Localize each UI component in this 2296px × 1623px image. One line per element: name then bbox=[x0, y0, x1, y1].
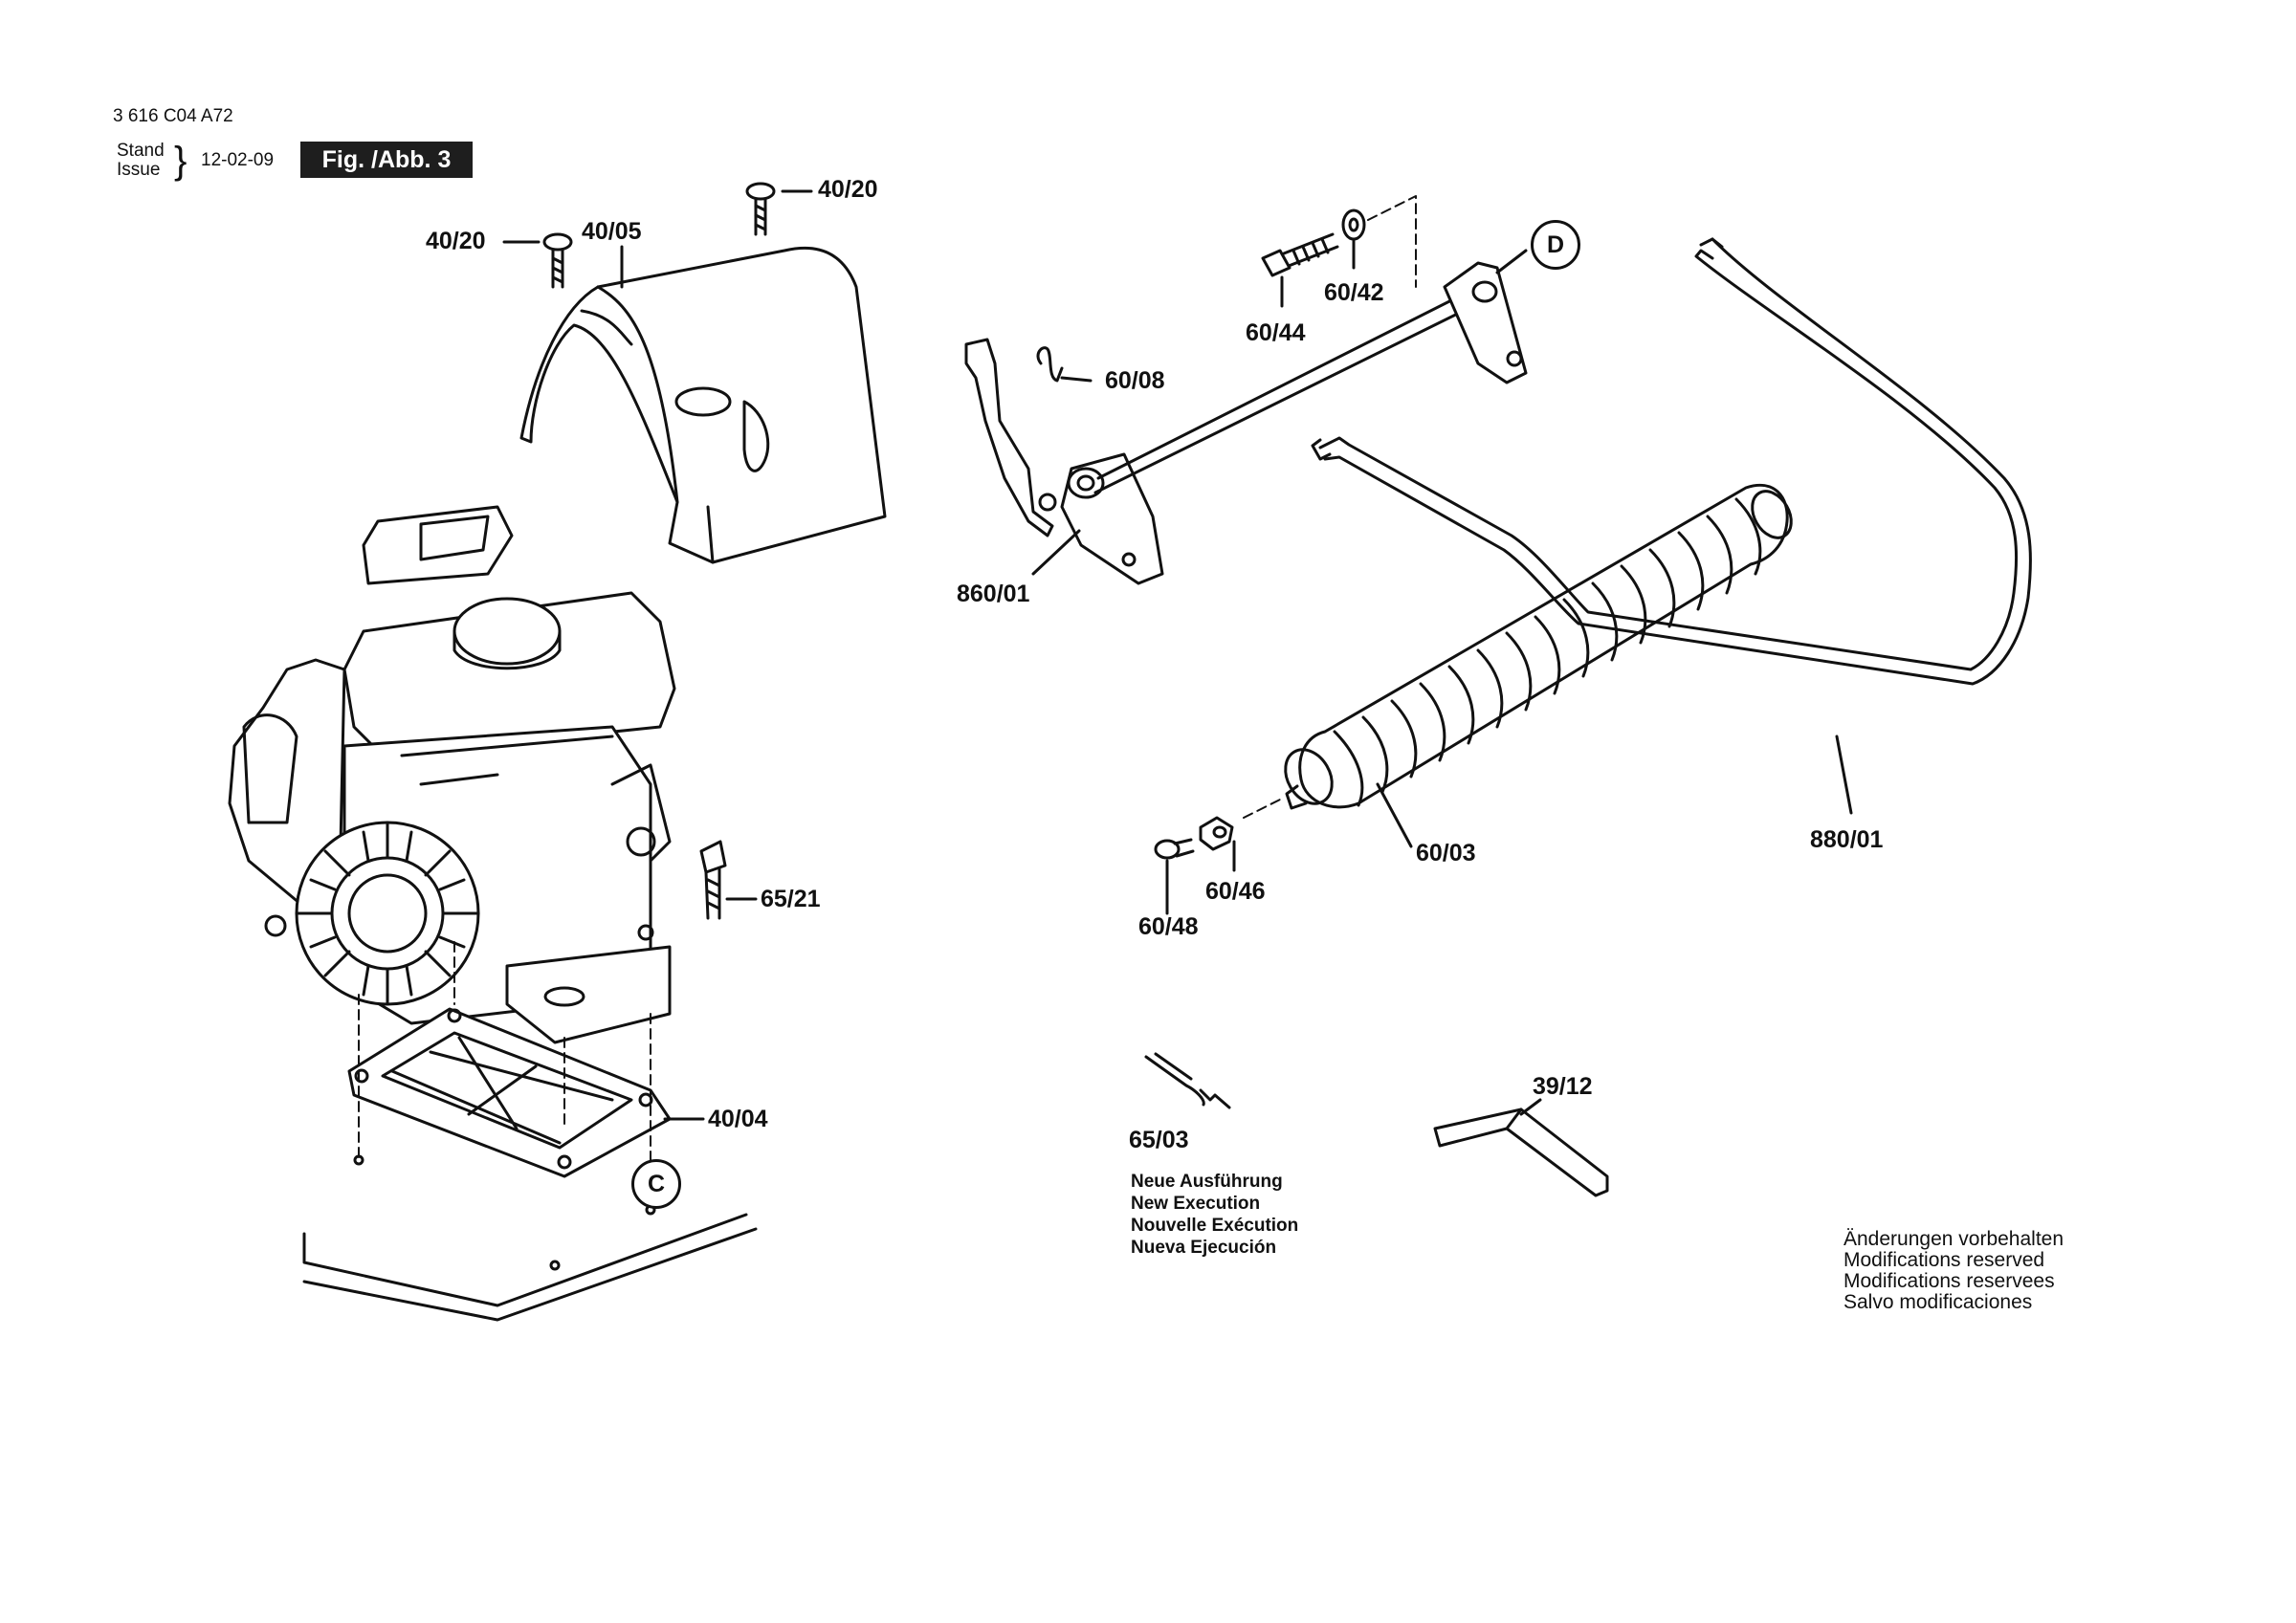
mods-line-es: Salvo modificaciones bbox=[1843, 1291, 2033, 1313]
stand-label: Stand bbox=[117, 141, 165, 161]
callout-40-20-left: 40/20 bbox=[426, 228, 486, 254]
issue-label: Issue bbox=[117, 160, 161, 180]
brace-glyph: } bbox=[174, 140, 188, 182]
modifications-note: Änderungen vorbehalten Modifications res… bbox=[1843, 1229, 2064, 1313]
callout-65-21: 65/21 bbox=[761, 886, 821, 912]
handle-bar-part bbox=[1311, 237, 2032, 686]
reference-marker-c: C bbox=[631, 1159, 681, 1209]
callout-40-05: 40/05 bbox=[582, 218, 642, 245]
engine-cover-part bbox=[519, 246, 887, 564]
screw-60-46 bbox=[1199, 816, 1234, 851]
bolt-65-21 bbox=[699, 840, 758, 920]
reference-marker-d: D bbox=[1531, 220, 1580, 270]
mods-line-en: Modifications reserved bbox=[1843, 1249, 2045, 1271]
bolt-60-44 bbox=[1261, 232, 1339, 277]
callout-60-44: 60/44 bbox=[1246, 319, 1306, 346]
hex-key-39-12 bbox=[1433, 1108, 1609, 1197]
note-line-es: Nueva Ejecución bbox=[1131, 1238, 1277, 1258]
note-line-de: Neue Ausführung bbox=[1131, 1172, 1283, 1192]
engine-part bbox=[228, 505, 676, 1044]
screw-40-20-top bbox=[745, 182, 813, 236]
callout-60-08: 60/08 bbox=[1105, 367, 1165, 394]
washer-60-42 bbox=[1341, 208, 1366, 241]
issue-date: 12-02-09 bbox=[201, 150, 275, 170]
callout-60-48: 60/48 bbox=[1138, 913, 1199, 940]
callout-40-20-top: 40/20 bbox=[818, 176, 878, 203]
shaft-assembly-part bbox=[964, 261, 1528, 585]
callout-880-01: 880/01 bbox=[1810, 826, 1884, 853]
mods-line-fr: Modifications reservees bbox=[1843, 1270, 2055, 1292]
wire-65-03 bbox=[1144, 1052, 1231, 1109]
note-line-fr: Nouvelle Exécution bbox=[1131, 1216, 1299, 1236]
screw-40-20-left bbox=[502, 232, 573, 289]
callout-60-03: 60/03 bbox=[1416, 840, 1476, 866]
base-plate-part bbox=[347, 1007, 672, 1178]
callout-39-12: 39/12 bbox=[1533, 1073, 1593, 1100]
document-number: 3 616 C04 A72 bbox=[113, 106, 233, 126]
callout-65-03: 65/03 bbox=[1129, 1127, 1189, 1153]
figure-label: Fig. /Abb. 3 bbox=[300, 142, 473, 178]
screw-60-48 bbox=[1154, 838, 1195, 860]
callout-860-01: 860/01 bbox=[957, 581, 1030, 607]
roller-part bbox=[1284, 483, 1793, 810]
note-line-en: New Execution bbox=[1131, 1194, 1261, 1214]
mods-line-de: Änderungen vorbehalten bbox=[1843, 1228, 2064, 1250]
callout-40-04: 40/04 bbox=[708, 1106, 768, 1132]
callout-60-46: 60/46 bbox=[1205, 878, 1266, 905]
new-execution-note: Neue Ausführung New Execution Nouvelle E… bbox=[1131, 1171, 1298, 1259]
callout-60-42: 60/42 bbox=[1324, 279, 1384, 306]
